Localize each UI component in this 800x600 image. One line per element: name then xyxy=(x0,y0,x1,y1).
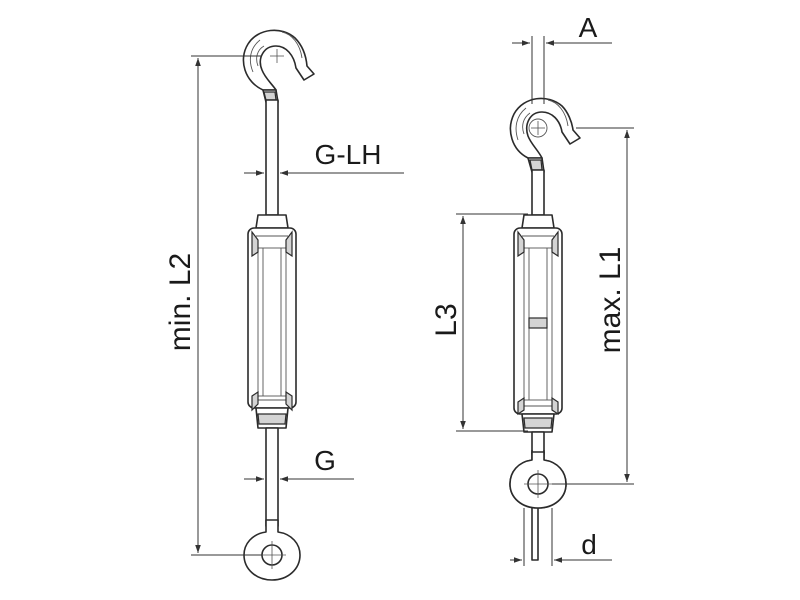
left-turnbuckle xyxy=(242,29,315,581)
a-dimension: A xyxy=(512,12,612,104)
left-body xyxy=(247,214,297,429)
right-turnbuckle xyxy=(509,97,581,566)
g-dimension: G xyxy=(244,445,354,482)
left-eye xyxy=(243,519,301,581)
right-hook xyxy=(509,97,581,173)
right-body xyxy=(513,214,563,433)
left-lower-rod xyxy=(265,427,279,527)
max-l1-dimension: max. L1 xyxy=(552,127,634,485)
g-lh-dimension: G-LH xyxy=(244,139,404,176)
min-l2-label: min. L2 xyxy=(164,253,197,351)
right-lower-rod xyxy=(531,431,545,455)
right-eye xyxy=(509,450,567,566)
left-hook xyxy=(242,29,315,103)
g-lh-label: G-LH xyxy=(315,139,382,170)
max-l1-label: max. L1 xyxy=(594,247,627,354)
min-l2-dimension: min. L2 xyxy=(164,55,262,556)
d-label: d xyxy=(581,529,597,560)
a-label: A xyxy=(579,12,598,43)
d-dimension: d xyxy=(510,529,612,563)
l3-label: L3 xyxy=(430,303,463,336)
l3-dimension: L3 xyxy=(430,213,528,432)
g-label: G xyxy=(314,445,336,476)
right-upper-rod xyxy=(531,169,545,216)
left-upper-rod xyxy=(265,99,279,216)
